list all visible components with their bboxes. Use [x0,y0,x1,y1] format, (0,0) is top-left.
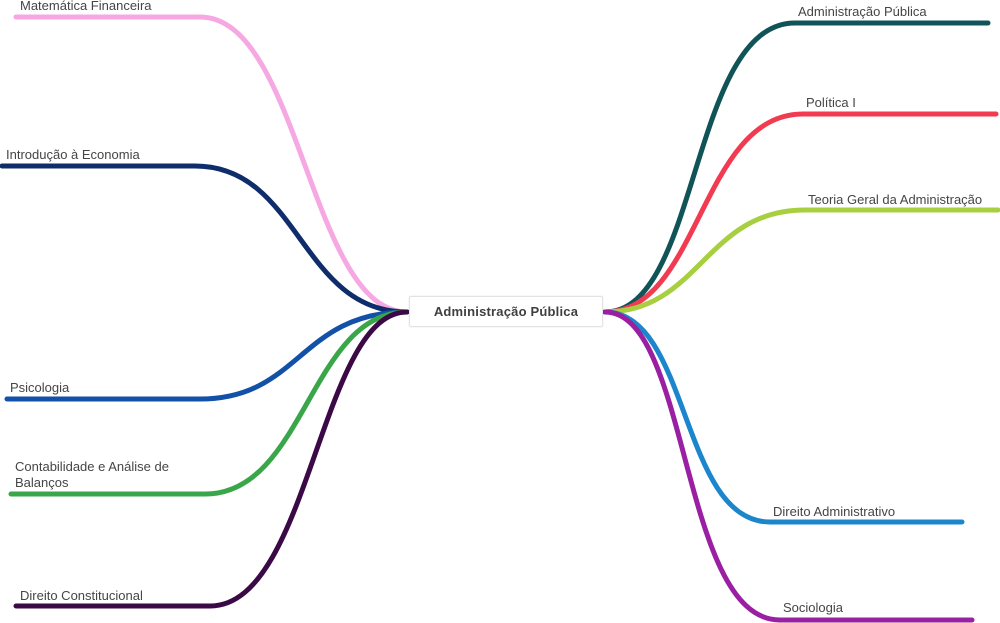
topic-label-politica[interactable]: Política I [806,95,856,110]
topic-label-economia[interactable]: Introdução à Economia [6,147,140,162]
connector-contabilidade [8,309,410,497]
connector-admpublica [602,20,991,315]
connector-tga [602,207,1000,315]
connector-psicologia [4,309,410,402]
topic-label-admpublica[interactable]: Administração Pública [798,4,927,19]
connector-administrativo [602,309,965,525]
topic-label-sociologia[interactable]: Sociologia [783,600,843,615]
central-topic-node[interactable]: Administração Pública [409,296,603,327]
connector-constitucional [13,309,410,609]
connector-politica [602,111,999,315]
topic-label-tga[interactable]: Teoria Geral da Administração [808,192,983,207]
connector-matematica [13,14,410,315]
connector-economia [0,163,410,315]
topic-label-administrativo[interactable]: Direito Administrativo [773,504,896,519]
central-topic-label: Administração Pública [433,304,579,319]
connector-sociologia [602,309,975,623]
topic-label-constitucional[interactable]: Direito Constitucional [20,588,143,603]
topic-label-matematica[interactable]: Matemática Financeira [20,0,152,13]
topic-label-psicologia[interactable]: Psicologia [10,380,70,395]
topic-label-contabilidade[interactable]: Contabilidade e Análise de Balanços [15,459,169,490]
